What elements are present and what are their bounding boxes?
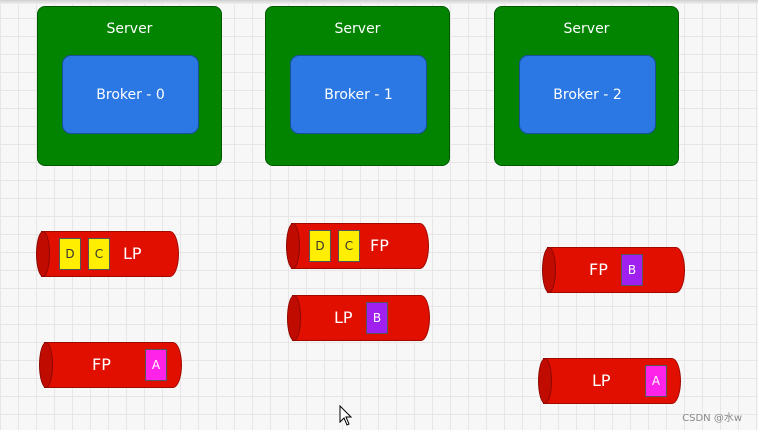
mouse-cursor-icon	[339, 405, 353, 426]
broker-2: Broker - 2	[519, 55, 656, 134]
partition-label: FP	[370, 236, 389, 255]
partition-lp-0: D C LP	[36, 231, 179, 277]
partition-label: FP	[589, 260, 608, 279]
partition-fp-0: FP A	[39, 342, 182, 388]
partition-label: LP	[123, 244, 142, 263]
message-a: A	[645, 365, 667, 397]
watermark: CSDN @水w	[682, 413, 742, 424]
message-c: C	[338, 230, 360, 262]
partition-fp-2: FP B	[542, 247, 685, 293]
message-b: B	[366, 302, 388, 334]
cylinder-end	[286, 223, 300, 269]
message-d: D	[59, 238, 81, 270]
partition-lp-2: LP A	[538, 358, 681, 404]
message-a: A	[145, 349, 167, 381]
partition-label: LP	[592, 371, 611, 390]
message-b: B	[621, 254, 643, 286]
cylinder-end	[538, 358, 552, 404]
server-title: Server	[563, 21, 610, 37]
message-d: D	[309, 230, 331, 262]
server-2: Server Broker - 2	[494, 6, 679, 166]
partition-label: LP	[334, 308, 353, 327]
server-title: Server	[334, 21, 381, 37]
partition-lp-1: LP B	[287, 295, 430, 341]
server-1: Server Broker - 1	[265, 6, 450, 166]
cylinder-end	[542, 247, 556, 293]
server-title: Server	[106, 21, 153, 37]
partition-fp-1: D C FP	[286, 223, 429, 269]
cylinder-end	[39, 342, 53, 388]
broker-0: Broker - 0	[62, 55, 199, 134]
partition-label: FP	[92, 355, 111, 374]
broker-1: Broker - 1	[290, 55, 427, 134]
cylinder-end	[36, 231, 50, 277]
server-0: Server Broker - 0	[37, 6, 222, 166]
cylinder-end	[287, 295, 301, 341]
window-top-edge	[0, 0, 758, 4]
message-c: C	[88, 238, 110, 270]
